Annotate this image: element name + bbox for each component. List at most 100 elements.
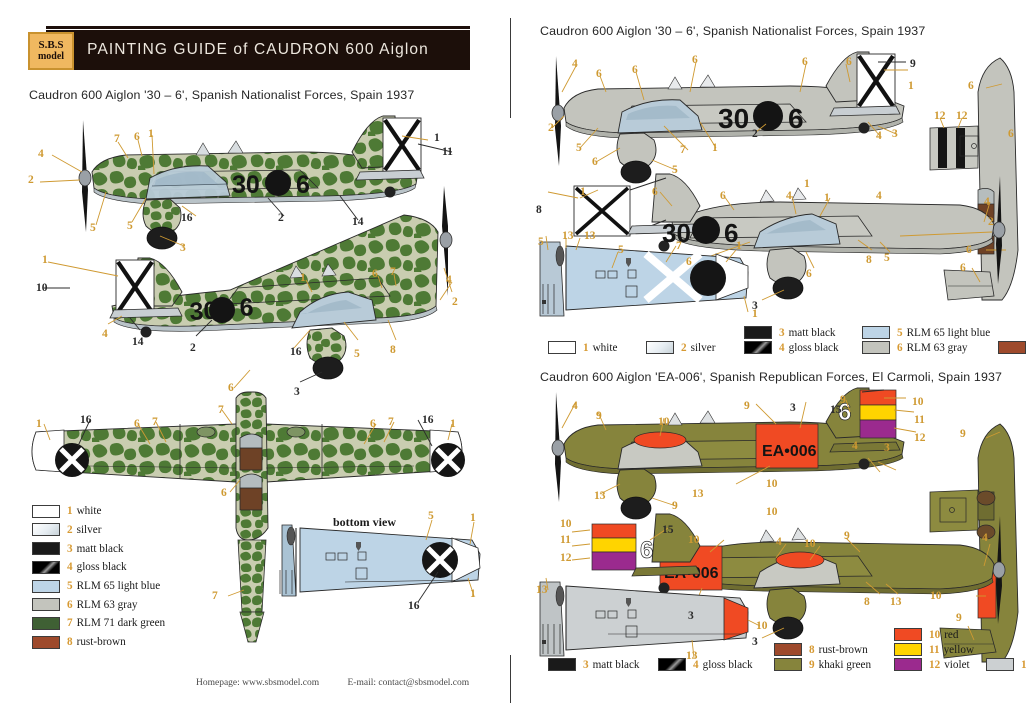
- code-right-30: 30: [718, 103, 749, 134]
- legend-row: 5 RLM 65 light blue: [32, 578, 165, 595]
- legend-left-panel: 1 white 2 silver 3 matt black 4 gloss bl…: [32, 503, 165, 653]
- color-swatch: [32, 616, 60, 630]
- code-right-6: 6: [788, 103, 804, 134]
- legend-number: 13: [1021, 658, 1027, 671]
- color-swatch: [744, 326, 772, 339]
- code-left2-6: 6: [239, 293, 254, 322]
- legend-number: 6: [897, 341, 903, 354]
- legend-number: 3: [67, 542, 73, 555]
- color-swatch: [894, 658, 922, 671]
- aircraft-right-gray-plan-partial: [929, 57, 1019, 301]
- legend-number: 1: [583, 341, 589, 354]
- legend-label: gloss black: [788, 341, 839, 354]
- sbs-model-logo: S.B.S model: [28, 32, 74, 70]
- legend-label: matt black: [788, 326, 836, 339]
- color-swatch: [646, 341, 674, 354]
- legend-number: 4: [67, 561, 73, 574]
- legend-row: 8 rust-brown: [32, 634, 165, 651]
- logo-line-1: S.B.S: [38, 38, 64, 51]
- color-swatch: [774, 658, 802, 671]
- legend-row: 4 gloss black: [32, 559, 165, 576]
- panel-divider-bottom: [510, 655, 511, 703]
- legend-label: rust-brown: [818, 643, 868, 656]
- color-swatch: [32, 579, 60, 593]
- legend-row: 8 rust-brown: [774, 643, 890, 656]
- code-republican: EA•006: [762, 443, 817, 460]
- aircraft-republican-wing-plan-gray: [539, 577, 761, 659]
- aircraft-republican-plan-partial: [929, 423, 1019, 663]
- color-swatch: [32, 560, 60, 574]
- legend-row: 13 neutral gray: [986, 658, 1027, 671]
- legend-row: 8 rust-brown: [998, 341, 1027, 354]
- legend-label: silver: [690, 341, 716, 354]
- legend-number: 4: [779, 341, 785, 354]
- legend-number: 9: [809, 658, 815, 671]
- code-left-30: 30: [232, 171, 260, 199]
- color-swatch: [986, 658, 1014, 671]
- legend-label: RLM 63 gray: [76, 598, 138, 611]
- subtitle-left-scheme: Caudron 600 Aiglon '30 – 6', Spanish Nat…: [29, 88, 415, 102]
- header-top-rule: [46, 26, 470, 29]
- legend-number: 6: [67, 598, 73, 611]
- page-title: PAINTING GUIDE of CAUDRON 600 Aiglon: [87, 41, 429, 58]
- aircraft-left-top-plan-view: [31, 391, 465, 643]
- legend-label: RLM 71 dark green: [76, 617, 166, 630]
- color-swatch: [32, 504, 60, 518]
- legend-number: 7: [67, 617, 73, 630]
- aircraft-left-side-view-1: 30 6: [39, 115, 453, 250]
- footer-homepage: Homepage: www.sbsmodel.com: [196, 678, 320, 688]
- color-swatch: [548, 341, 576, 354]
- legend-number: 3: [583, 658, 589, 671]
- legend-number: 8: [67, 636, 73, 649]
- legend-number: 3: [779, 326, 785, 339]
- color-swatch: [32, 635, 60, 649]
- legend-label: matt black: [592, 658, 640, 671]
- aircraft-bottom-view-plan: [279, 519, 481, 603]
- footer-email: E-mail: contact@sbsmodel.com: [347, 678, 470, 688]
- legend-label: rust-brown: [76, 636, 126, 649]
- aircraft-left-side-view-2: 30 6: [44, 186, 453, 389]
- color-swatch: [32, 523, 60, 537]
- legend-number: 11: [929, 643, 940, 656]
- legend-right-nationalist: 3 matt black 5 RLM 65 light blue 1 white…: [548, 326, 1026, 354]
- legend-row: 3 matt black: [744, 326, 856, 339]
- color-swatch: [998, 341, 1026, 354]
- code-left-6: 6: [296, 171, 310, 199]
- color-swatch: [32, 598, 60, 612]
- legend-row: 1 white: [32, 503, 165, 520]
- legend-label: white: [76, 505, 102, 518]
- legend-row: 12 violet: [894, 658, 982, 671]
- legend-number: 2: [67, 523, 73, 536]
- legend-number: 5: [67, 580, 73, 592]
- legend-row: 6 RLM 63 gray: [32, 596, 165, 613]
- color-swatch: [894, 643, 922, 656]
- legend-row: 1 white: [548, 341, 640, 354]
- aircraft-right-gray-side-view-2: 30 6: [547, 173, 1006, 301]
- legend-row: 6 RLM 63 gray: [862, 341, 992, 354]
- legend-label: gloss black: [702, 658, 753, 671]
- aircraft-right-bottom-wing-plan-blue: [539, 235, 749, 317]
- subtitle-right-republican: Caudron 600 Aiglon 'EA-006', Spanish Rep…: [540, 370, 1003, 384]
- legend-number: 1: [67, 505, 73, 518]
- bottom-view-label: bottom view: [333, 515, 396, 529]
- aircraft-republican-side-view-2: EA•006 6: [571, 513, 1006, 640]
- color-swatch: [658, 658, 686, 671]
- panel-divider-top: [510, 18, 511, 118]
- legend-row: 2 silver: [32, 522, 165, 539]
- legend-row: 7 RLM 71 dark green: [32, 615, 165, 632]
- legend-row: 9 khaki green: [774, 658, 890, 671]
- legend-label: RLM 63 gray: [906, 341, 968, 354]
- legend-label: gloss black: [76, 561, 127, 574]
- legend-row: 2 silver: [646, 341, 738, 354]
- code-right2-30: 30: [662, 218, 691, 248]
- header: PAINTING GUIDE of CAUDRON 600 Aiglon S.B…: [28, 26, 470, 72]
- color-swatch: [548, 658, 576, 671]
- legend-label: khaki green: [818, 658, 872, 671]
- legend-row: 4 gloss black: [744, 341, 856, 354]
- legend-number: 4: [693, 658, 699, 671]
- legend-number: 2: [681, 341, 687, 354]
- subtitle-right-nationalist: Caudron 600 Aiglon '30 – 6', Spanish Nat…: [540, 24, 926, 38]
- legend-label: red: [944, 628, 959, 641]
- code-right2-6: 6: [724, 218, 738, 248]
